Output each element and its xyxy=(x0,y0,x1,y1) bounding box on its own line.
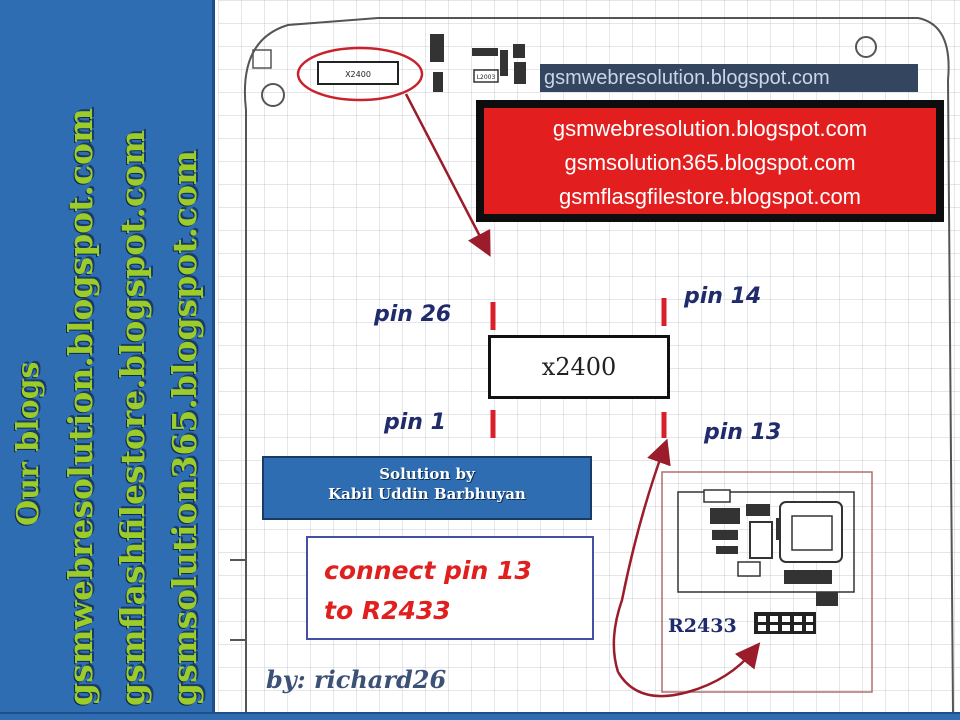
arrow-connector-to-chip xyxy=(404,93,491,257)
bottom-strip xyxy=(0,712,960,720)
resistor-pad xyxy=(758,625,766,631)
author-byline: by: richard26 xyxy=(266,665,447,694)
resistor-pad xyxy=(770,616,778,622)
resistor-pad xyxy=(782,625,790,631)
component-top-3 xyxy=(472,48,498,56)
component-top-2 xyxy=(433,72,443,92)
component-sq-9 xyxy=(816,592,838,606)
blog-links-box-inner: gsmwebresolution.blogspot.com gsmsolutio… xyxy=(484,108,936,214)
component-ic-small xyxy=(749,521,773,559)
blog-links-line-3[interactable]: gsmflasgfilestore.blogspot.com xyxy=(558,184,862,209)
solution-credit-line-2: Kabil Uddin Barbhuyan xyxy=(328,485,526,503)
instruction-line-1: connect pin 13 xyxy=(324,556,532,585)
resistor-pad xyxy=(806,616,813,622)
component-sq-2 xyxy=(710,508,740,524)
blogs-heading: Our blogs xyxy=(11,361,46,526)
solution-credit-line-1: Solution by xyxy=(379,465,475,483)
resistor-pad xyxy=(782,616,790,622)
pin-1-label: pin 1 xyxy=(384,410,446,435)
component-sq-5 xyxy=(746,504,770,516)
blogs-banner-text: Our blogs gsmwebresolution.blogspot.com … xyxy=(3,6,211,706)
component-coil xyxy=(779,501,843,563)
instruction-box: connect pin 13 to R2433 xyxy=(306,536,594,640)
blog-links-line-2[interactable]: gsmsolution365.blogspot.com xyxy=(564,150,856,175)
board-section-outline xyxy=(661,471,873,693)
blog-link-1[interactable]: gsmwebresolution.blogspot.com xyxy=(61,108,100,706)
mounting-hole-left xyxy=(261,83,285,107)
component-sq-3 xyxy=(712,530,738,540)
blog-link-2[interactable]: gsmflashfilestore.blogspot.com xyxy=(113,130,152,706)
jumper-arrow-to-r2433 xyxy=(616,642,761,698)
resistor-pad xyxy=(794,616,802,622)
board-notch xyxy=(230,559,246,641)
shield-outline xyxy=(677,491,855,593)
component-sq-8 xyxy=(784,570,832,584)
connector-x2400-label: X2400 xyxy=(345,70,371,79)
chip-x2400: x2400 xyxy=(488,335,670,399)
blog-link-3[interactable]: gsmsolution365.blogspot.com xyxy=(165,150,204,706)
component-top-6 xyxy=(514,62,526,84)
instruction-line-2: to R2433 xyxy=(324,596,451,625)
solution-credit-box: Solution by Kabil Uddin Barbhuyan xyxy=(262,456,592,520)
component-sq-1 xyxy=(703,489,731,503)
connector-x2400 xyxy=(317,61,399,85)
component-top-5 xyxy=(513,44,525,58)
pin-14-label: pin 14 xyxy=(684,284,762,309)
board-pad xyxy=(252,49,272,69)
watermark-url: gsmwebresolution.blogspot.com xyxy=(540,64,918,92)
component-l2003 xyxy=(473,69,499,83)
pin-13-label: pin 13 xyxy=(704,420,782,445)
blog-links-line-1[interactable]: gsmwebresolution.blogspot.com xyxy=(552,116,868,141)
component-top-1 xyxy=(430,34,444,62)
component-coil-inner xyxy=(791,515,833,551)
resistor-pad xyxy=(770,625,778,631)
component-top-4 xyxy=(500,50,508,76)
resistor-pad xyxy=(794,625,802,631)
resistor-pad xyxy=(758,616,766,622)
blog-links-box: gsmwebresolution.blogspot.com gsmsolutio… xyxy=(476,100,944,222)
highlight-ellipse xyxy=(296,46,424,102)
pcb-diagram: X2400 L2003 xyxy=(218,0,960,712)
pin-26-label: pin 26 xyxy=(374,302,452,327)
component-l2003-label: L2003 xyxy=(477,74,496,81)
mounting-hole-right xyxy=(855,36,877,58)
jumper-arrow-to-pin13 xyxy=(612,438,671,673)
resistor-r2433-label: R2433 xyxy=(668,615,737,637)
component-sq-4 xyxy=(716,546,738,554)
blogs-banner: Our blogs gsmwebresolution.blogspot.com … xyxy=(0,0,215,712)
board-outline xyxy=(244,17,954,712)
component-sq-7 xyxy=(737,561,761,577)
resistor-pad xyxy=(806,625,813,631)
